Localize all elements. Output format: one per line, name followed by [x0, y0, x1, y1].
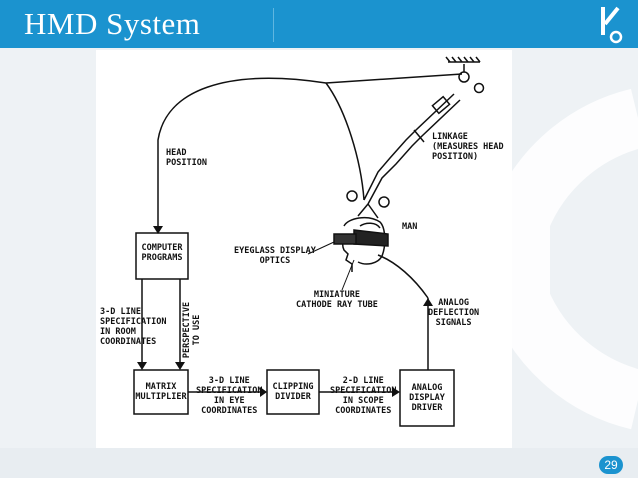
- head-position-line: [157, 77, 327, 230]
- crt-label: MINIATURE CATHODE RAY TUBE: [296, 290, 378, 310]
- analog-display-driver-box-label: ANALOG DISPLAY DRIVER: [409, 383, 445, 413]
- computer-box: [135, 232, 189, 280]
- analog-to-crt-line: [377, 254, 429, 299]
- eye-coordinates-label: 3-D LINE SPECIFICATION IN EYE COORDINATE…: [196, 376, 263, 416]
- slide-header: HMD System: [0, 0, 638, 48]
- header-divider: [273, 8, 274, 42]
- computer-programs-box-label: COMPUTER PROGRAMS: [141, 243, 183, 263]
- k-logo-icon: [601, 6, 623, 44]
- analog-signals-label: ANALOG DEFLECTION SIGNALS: [428, 298, 480, 328]
- room-coordinates-label: 3-D LINE SPECIFICATION IN ROOM COORDINAT…: [100, 307, 167, 347]
- hmd-diagram-figure: HEAD POSITION LINKAGE (MEASURES HEAD POS…: [96, 50, 512, 448]
- perspective-label: PERSPECTIVE TO USE: [182, 301, 203, 359]
- matrix-multiplier-box-label: MATRIX MULTIPLIER: [135, 382, 187, 402]
- page-number-badge: 29: [599, 456, 623, 474]
- head-position-label: HEAD POSITION: [166, 148, 207, 168]
- slide-title: HMD System: [24, 6, 201, 41]
- man-label: MAN: [402, 222, 418, 232]
- feedback-line-down: [325, 82, 365, 201]
- scope-coordinates-label: 2-D LINE SPECIFICATION IN SCOPE COORDINA…: [330, 376, 397, 416]
- diagram-lines: [133, 56, 485, 427]
- analog-box: [399, 369, 455, 427]
- footer-band: [0, 448, 638, 478]
- linkage-label: LINKAGE (MEASURES HEAD POSITION): [432, 132, 504, 162]
- clipping-divider-box-label: CLIPPING DIVIDER: [272, 382, 314, 402]
- eyeglass-optics-label: EYEGLASS DISPLAY OPTICS: [234, 246, 316, 266]
- feedback-line-right: [325, 73, 463, 84]
